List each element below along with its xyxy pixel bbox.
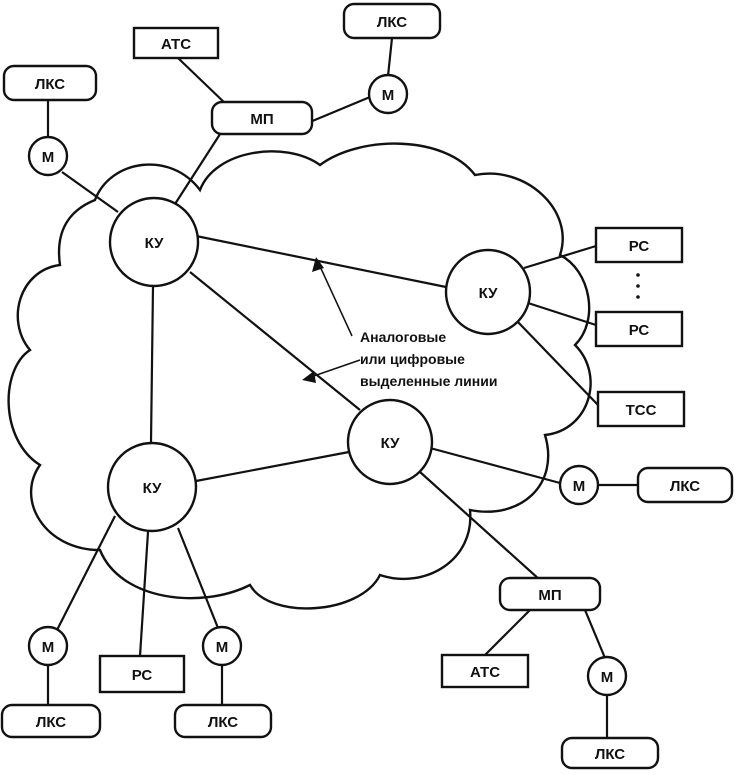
link-ku-tl-ku-bl — [149, 285, 155, 443]
link-ku-tl-ku-r — [195, 234, 447, 289]
link-ku-r-rs1 — [523, 244, 597, 270]
link-mp-ats-bottom — [484, 609, 531, 656]
arrow-up-head — [312, 257, 324, 272]
modem-bottom-mid: М — [201, 625, 243, 667]
link-ku-bl-ku-c — [195, 450, 350, 483]
rs-label: РС — [629, 322, 650, 339]
modem-top: М — [367, 73, 409, 115]
lks-label: ЛКС — [36, 714, 66, 731]
modem-left: М — [27, 135, 69, 177]
rs-bottom: РС — [98, 654, 186, 694]
link-mp-modem-bottom — [583, 609, 607, 659]
ats-label: АТС — [161, 36, 191, 53]
ats-top: АТС — [132, 26, 220, 60]
modem-right: М — [558, 464, 600, 506]
ats-label: АТС — [470, 664, 500, 681]
annotation-arrows — [302, 257, 361, 383]
mp-top: МП — [210, 100, 314, 136]
link-ku-bl-modem-bl — [56, 515, 116, 631]
rs-ellipsis — [636, 273, 640, 299]
modem-label: М — [382, 87, 395, 104]
ku-node-center: КУ — [346, 398, 434, 486]
lks-label: ЛКС — [377, 14, 407, 31]
lks-label: ЛКС — [595, 746, 625, 763]
link-ku-r-tss — [515, 319, 599, 406]
leased-lines-annotation: Аналоговые или цифровые выделенные линии — [360, 329, 497, 389]
modem-label: М — [216, 639, 229, 656]
link-ku-bl-modem-br — [176, 527, 220, 629]
rs-right-2: РС — [594, 310, 684, 348]
ku-label: КУ — [479, 285, 499, 302]
lks-right: ЛКС — [636, 466, 734, 504]
link-ku-c-modem-right — [429, 446, 561, 485]
lks-label: ЛКС — [208, 714, 238, 731]
lks-left: ЛКС — [2, 64, 98, 102]
tss-box: ТСС — [596, 390, 686, 428]
link-mp-modem-top — [309, 95, 371, 124]
mp-label: МП — [250, 111, 273, 128]
lks-bottom-left: ЛКС — [0, 703, 102, 739]
modem-label: М — [573, 478, 586, 495]
modem-bottom-right: М — [586, 655, 628, 697]
modem-label: М — [601, 669, 614, 686]
link-mp-ats-top — [177, 57, 229, 107]
link-ku-tl-ku-c — [189, 271, 361, 411]
link-ku-tl-modem-left — [61, 171, 119, 213]
modem-label: М — [42, 149, 55, 166]
ku-node-right: КУ — [444, 248, 532, 336]
mp-bottom: МП — [498, 576, 602, 612]
annotation-line-1: Аналоговые — [360, 329, 446, 345]
ats-bottom: АТС — [440, 653, 530, 689]
rs-right-1: РС — [594, 226, 684, 264]
lks-bottom-right: ЛКС — [560, 736, 660, 770]
arrow-up-shaft — [317, 261, 353, 337]
mp-label: МП — [538, 587, 561, 604]
ku-label: КУ — [143, 480, 163, 497]
annotation-line-2: или цифровые — [360, 351, 465, 367]
modem-label: М — [42, 639, 55, 656]
tss-label: ТСС — [626, 402, 657, 419]
ku-node-bottom-left: КУ — [106, 441, 198, 533]
link-modem-lks-top — [386, 37, 394, 77]
ku-label: КУ — [381, 435, 401, 452]
ku-node-top-left: КУ — [108, 196, 200, 288]
connections — [46, 37, 638, 738]
lks-label: ЛКС — [35, 76, 65, 93]
link-ku-c-mp — [419, 471, 541, 581]
arrow-left-head — [302, 371, 316, 383]
modem-bottom-left: М — [27, 625, 69, 667]
rs-label: РС — [132, 667, 153, 684]
arrow-left-shaft — [307, 359, 361, 379]
link-ku-tl-mp — [174, 130, 223, 205]
network-cloud — [7, 142, 592, 610]
link-ku-r-rs2 — [527, 301, 597, 327]
ku-label: КУ — [145, 235, 165, 252]
link-ku-bl-rs-bottom — [138, 531, 150, 657]
annotation-line-3: выделенные линии — [360, 373, 497, 389]
lks-label: ЛКС — [670, 478, 700, 495]
lks-bottom-mid: ЛКС — [173, 703, 273, 739]
rs-label: РС — [629, 238, 650, 255]
lks-top: ЛКС — [342, 2, 442, 40]
